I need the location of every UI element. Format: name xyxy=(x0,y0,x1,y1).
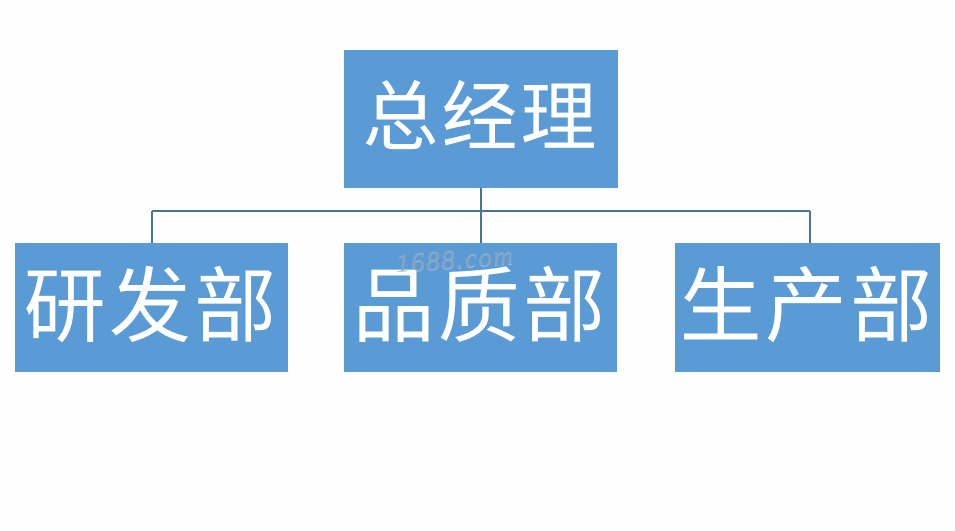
org-node-production-department[interactable]: 生产部 xyxy=(675,243,940,372)
org-node-label: 品质部 xyxy=(352,261,609,353)
org-node-rd-department[interactable]: 研发部 xyxy=(15,243,288,372)
org-node-label: 总经理 xyxy=(362,77,600,161)
org-node-label: 研发部 xyxy=(23,261,280,353)
org-node-general-manager[interactable]: 总经理 xyxy=(344,50,618,188)
org-node-quality-department[interactable]: 品质部 xyxy=(344,243,617,372)
org-node-label: 生产部 xyxy=(679,261,936,353)
